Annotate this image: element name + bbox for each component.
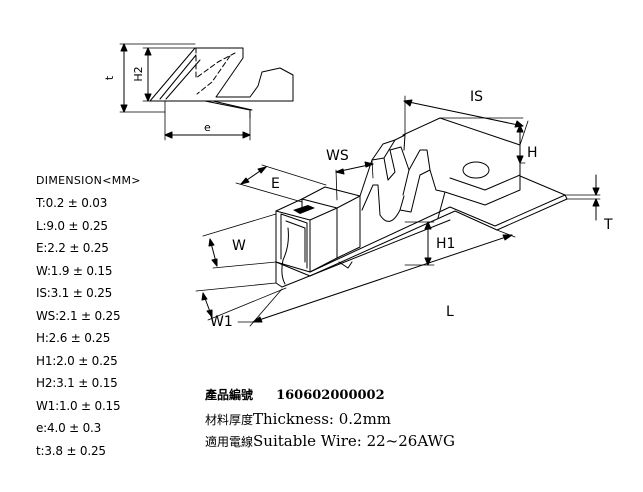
dimension-row: W:1.9 ± 0.15: [36, 263, 113, 278]
label-h: H: [527, 145, 538, 161]
label-w: W: [232, 238, 246, 254]
wire-text: Suitable Wire: 22~26AWG: [253, 432, 455, 450]
dimension-row: IS:3.1 ± 0.25: [36, 286, 113, 300]
product-number: 160602000002: [276, 388, 385, 403]
dimension-row: T:0.2 ± 0.03: [36, 196, 108, 210]
product-label: 產品編號: [205, 388, 254, 402]
wire-label: 適用電線: [205, 435, 254, 449]
label-h1: H1: [436, 236, 455, 252]
dimension-row: e:4.0 ± 0.3: [36, 421, 102, 435]
thickness-text: Thickness: 0.2mm: [253, 410, 392, 428]
isometric-view: [195, 95, 601, 327]
thickness-label: 材料厚度: [205, 413, 254, 427]
dimension-row: W1:1.0 ± 0.15: [36, 398, 121, 413]
dimension-row: t:3.8 ± 0.25: [36, 443, 106, 458]
label-e-main: E: [271, 176, 280, 192]
label-w1: W1: [210, 314, 233, 330]
label-ws: WS: [326, 148, 349, 164]
dimension-row: WS:2.1 ± 0.25: [36, 308, 121, 323]
dimension-header: DIMENSION<MM>: [36, 174, 141, 187]
label-t-thickness: T: [603, 217, 613, 233]
dimension-row: L:9.0 ± 0.25: [36, 218, 108, 233]
label-t: t: [103, 75, 116, 80]
wire-line: 適用電線Suitable Wire: 22~26AWG: [205, 430, 455, 452]
label-is: IS: [470, 89, 483, 105]
thickness-line: 材料厚度Thickness: 0.2mm: [205, 408, 455, 430]
dimension-row: E:2.2 ± 0.25: [36, 241, 109, 255]
label-l: L: [446, 304, 454, 320]
dimension-row: H2:3.1 ± 0.15: [36, 376, 118, 390]
dimension-list: DIMENSION<MM> T:0.2 ± 0.03 L:9.0 ± 0.25 …: [36, 172, 141, 462]
side-view: [119, 43, 294, 141]
product-number-line: 產品編號 160602000002: [205, 382, 455, 408]
dimension-row: H1:2.0 ± 0.25: [36, 353, 118, 368]
label-e: e: [204, 121, 211, 134]
label-h2: H2: [132, 66, 145, 81]
spec-block: 產品編號 160602000002 材料厚度Thickness: 0.2mm 適…: [205, 382, 455, 452]
dimension-row: H:2.6 ± 0.25: [36, 331, 111, 345]
